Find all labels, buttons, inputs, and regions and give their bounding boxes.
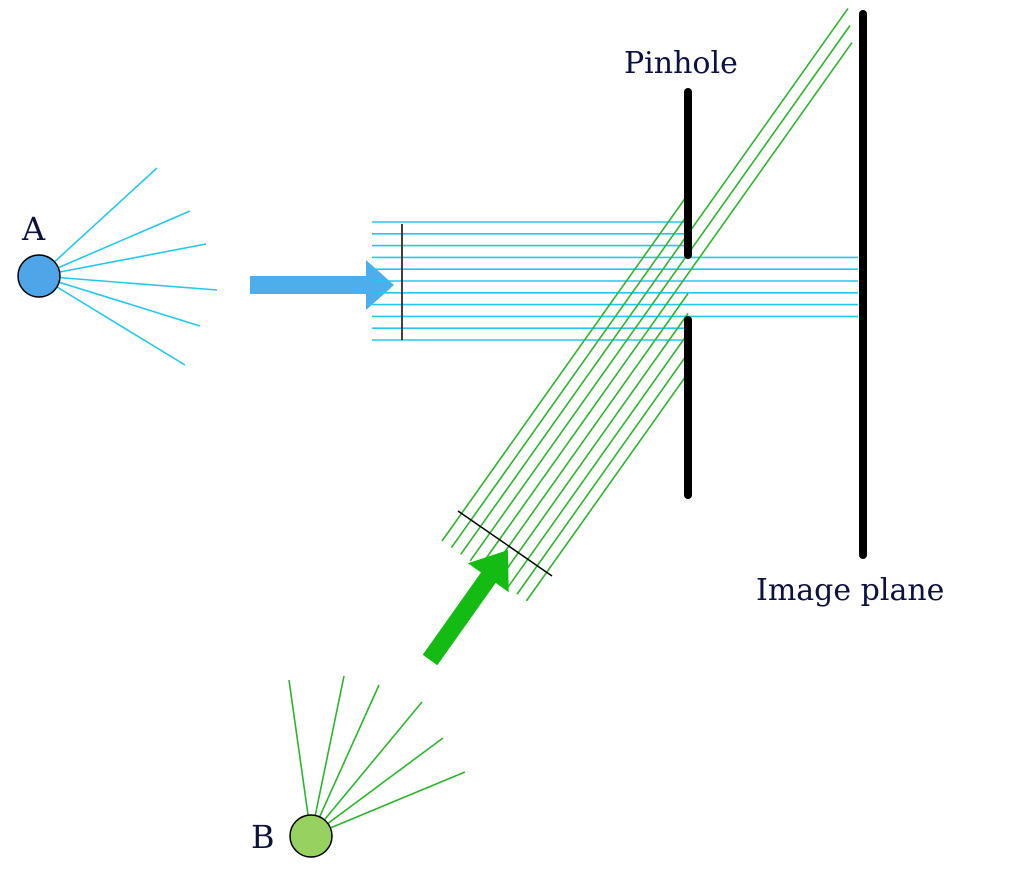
- source-a-ray: [38, 210, 191, 277]
- source-a-ray: [38, 275, 218, 291]
- source-a-parallel-rays: [372, 221, 858, 341]
- source-a-ray-fan: [38, 167, 218, 366]
- source-b-parallel-ray: [478, 42, 853, 569]
- source-b-parallel-ray: [525, 372, 689, 602]
- source-a-ray: [38, 243, 207, 277]
- source-b-parallel-ray: [450, 213, 689, 549]
- source-b-parallel-ray: [507, 332, 689, 589]
- pinhole-label: Pinhole: [624, 46, 738, 81]
- source-b-circle: [289, 814, 333, 858]
- source-b-parallel-ray: [516, 352, 689, 595]
- source-a-ray: [38, 275, 201, 327]
- source-b-ray-fan: [288, 675, 466, 837]
- source-b-ray: [310, 737, 444, 837]
- direction-arrow-a: [250, 260, 394, 310]
- source-a-circle: [17, 254, 61, 298]
- source-b-ray: [310, 701, 423, 837]
- source-b-parallel-ray: [488, 293, 689, 575]
- source-b-ray: [310, 675, 345, 837]
- image-plane-label: Image plane: [756, 573, 944, 608]
- source-b-parallel-ray: [469, 25, 851, 562]
- source-b-ray: [310, 771, 466, 837]
- wavefront-b: [457, 510, 553, 577]
- source-b-ray: [288, 679, 312, 837]
- source-b-parallel-ray: [497, 313, 689, 582]
- source-b-label: B: [251, 818, 275, 856]
- source-a-ray: [38, 167, 158, 277]
- source-b-parallel-ray: [441, 193, 689, 542]
- source-b-ray: [310, 684, 380, 837]
- source-b-parallel-rays: [441, 7, 853, 602]
- source-b-parallel-ray: [460, 7, 849, 555]
- source-a-ray: [38, 275, 186, 366]
- source-b-group: B: [251, 675, 466, 858]
- direction-arrow-b: [422, 550, 509, 666]
- source-a-group: A: [17, 167, 218, 366]
- source-a-label: A: [21, 210, 46, 248]
